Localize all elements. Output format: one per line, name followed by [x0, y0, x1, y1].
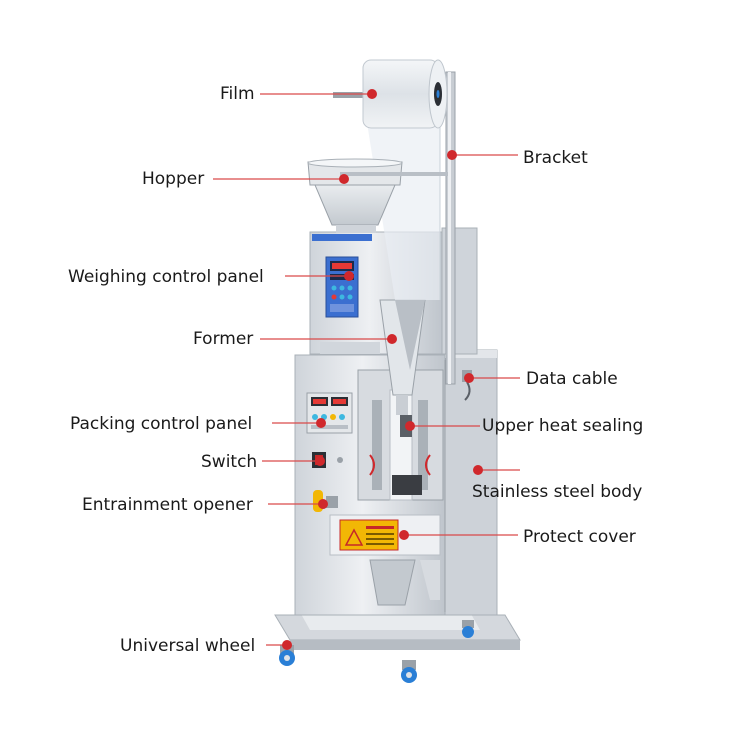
callout-dot-universal-wheel	[282, 640, 292, 650]
label-packing-control-panel: Packing control panel	[70, 414, 253, 434]
protect-cover-shape	[329, 514, 441, 556]
label-stainless-steel-body: Stainless steel body	[472, 482, 643, 502]
callout-dot-data-cable	[464, 373, 474, 383]
label-upper-heat-sealing: Upper heat sealing	[482, 416, 644, 436]
callout-leaders	[213, 89, 520, 650]
label-protect-cover: Protect cover	[523, 527, 636, 547]
label-bracket: Bracket	[523, 148, 588, 168]
label-hopper: Hopper	[142, 169, 205, 189]
callout-dot-weighing-control-panel	[344, 271, 354, 281]
label-entrainment-opener: Entrainment opener	[82, 495, 253, 515]
callout-dot-upper-heat-sealing	[405, 421, 415, 431]
bracket-shape	[340, 71, 456, 385]
callout-dot-hopper	[339, 174, 349, 184]
callout-dot-protect-cover	[399, 530, 409, 540]
former-shape	[379, 299, 426, 415]
label-data-cable: Data cable	[526, 369, 618, 389]
callout-dot-entrainment-opener	[318, 499, 328, 509]
label-weighing-control-panel: Weighing control panel	[68, 267, 264, 287]
callout-dot-former	[387, 334, 397, 344]
base-platform	[274, 612, 521, 650]
callout-dot-stainless-steel-body	[473, 465, 483, 475]
packing-control-panel-shape	[306, 392, 353, 434]
weighing-control-panel-shape	[325, 256, 359, 318]
film-roll-shape	[333, 59, 448, 129]
callout-dot-switch	[315, 456, 325, 466]
label-former: Former	[193, 329, 254, 349]
callout-dot-bracket	[447, 150, 457, 160]
label-universal-wheel: Universal wheel	[120, 636, 256, 656]
universal-wheel-front-right	[401, 660, 417, 683]
label-film: Film	[220, 84, 255, 104]
lower-chute	[369, 559, 440, 606]
universal-wheel-back-right	[462, 620, 474, 638]
callout-dot-packing-control-panel	[316, 418, 326, 428]
callout-dot-film	[367, 89, 377, 99]
label-switch: Switch	[201, 452, 258, 472]
film-strip	[365, 110, 441, 300]
